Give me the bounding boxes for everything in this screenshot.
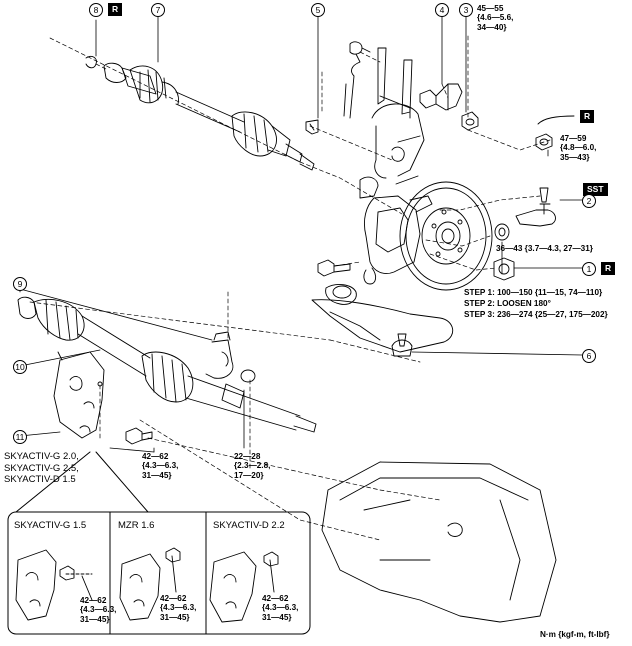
inset-label-skyactiv-d-2-2: SKYACTIV-D 2.2 [213, 520, 285, 531]
inset-bracket-3 [209, 551, 279, 623]
inset-frame [7, 451, 311, 635]
lower-drive-shaft [17, 296, 317, 433]
callout-7: 7 [151, 3, 165, 17]
caliper-bolt [317, 259, 351, 277]
inset-label-mzr-1-6: MZR 1.6 [118, 520, 155, 531]
callout-11: 11 [13, 430, 27, 444]
ball-joint-part-6 [391, 333, 413, 357]
lower-inner-boot [141, 351, 194, 403]
torque-bearing-bolt: 22—28 {2.3—2.8, 17—20} [234, 452, 271, 480]
hub-nut-step-3: STEP 3: 236—274 {25—27, 175—202} [464, 310, 608, 319]
hub-nut-step-1: STEP 1: 100—150 {11—15, 74—110} [464, 288, 603, 297]
nut-part-3 [461, 111, 479, 131]
inset-torque-1: 42—62 {4.3—6.3, 31—45} [80, 596, 117, 624]
sensor-part-4 [419, 83, 463, 111]
transaxle [321, 461, 557, 623]
bracket-part-5 [305, 119, 319, 135]
replace-tag: R [601, 262, 616, 275]
callout-9: 9 [13, 277, 27, 291]
stabilizer-link [343, 41, 371, 119]
dashed-guide-lines [29, 35, 551, 541]
inset-torque-3: 42—62 {4.3—6.3, 31—45} [262, 594, 299, 622]
torque-unit-label: N·m {kgf-m, ft-lbf} [540, 630, 610, 639]
sst-tag: SST [583, 183, 608, 196]
brake-disc [399, 181, 493, 291]
washer [494, 223, 510, 241]
mounting-bracket-main [53, 351, 105, 439]
callout-10: 10 [13, 360, 27, 374]
upper-drive-shaft [85, 55, 315, 171]
inset-bracket-2 [119, 547, 181, 621]
torque-washer: 36—43 {3.7—4.3, 27—31} [496, 244, 593, 253]
snap-ring [85, 55, 97, 69]
torque-castle-nut: 47—59 {4.8—6.0, 35—43} [560, 134, 597, 162]
hub-nut-step-2: STEP 2: LOOSEN 180° [464, 299, 551, 308]
callout-6: 6 [582, 349, 596, 363]
callout-5: 5 [311, 3, 325, 17]
bearing-bracket-part-9 [205, 331, 234, 379]
upper-outer-boot [129, 65, 179, 105]
callout-1: 1 [582, 262, 596, 276]
callout-3: 3 [459, 3, 473, 17]
hub-nut-part-1 [493, 257, 515, 281]
inset-torque-2: 42—62 {4.3—6.3, 31—45} [160, 594, 197, 622]
knuckle-and-strut [359, 47, 425, 199]
engine-list-main: SKYACTIV-G 2.0, SKYACTIV-G 2.5, SKYACTIV… [4, 451, 79, 485]
lower-arm [311, 284, 454, 353]
replace-tag: R [580, 110, 595, 123]
cotter-and-nut [535, 115, 575, 151]
tie-rod-end [515, 187, 556, 227]
upper-inner-boot [231, 111, 291, 157]
leader-lines [19, 13, 583, 453]
bracket-bolt [125, 427, 153, 445]
inset-label-skyactiv-g-1-5: SKYACTIV-G 1.5 [14, 520, 87, 531]
bearing-nut [240, 369, 256, 383]
callout-2: 2 [582, 194, 596, 208]
inset-bracket-1 [15, 549, 93, 621]
torque-bracket-bolt: 42—62 {4.3—6.3, 31—45} [142, 452, 179, 480]
replace-tag: R [108, 3, 123, 16]
torque-part-3: 45—55 {4.6—5.6, 34—40} [477, 4, 514, 32]
callout-8: 8 [89, 3, 103, 17]
callout-4: 4 [435, 3, 449, 17]
